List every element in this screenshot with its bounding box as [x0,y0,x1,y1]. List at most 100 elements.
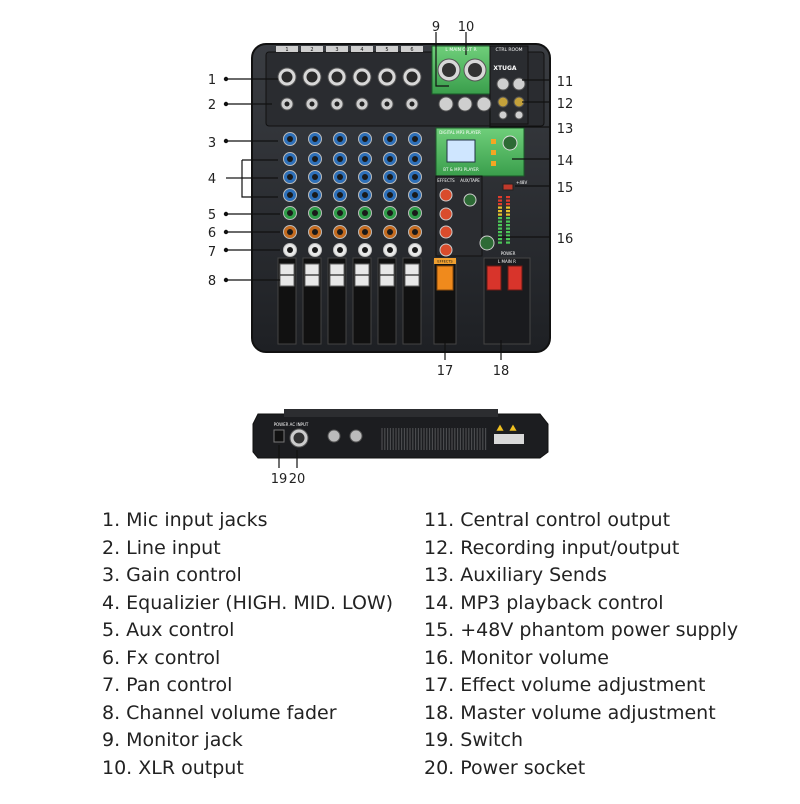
back-top-knobs-strip [284,409,498,417]
legend-item: 20. Power socket [424,756,586,779]
effects-knob-2[interactable] [439,207,453,221]
mp3-button-2[interactable] [491,150,496,155]
eq-mid-knob-cap [387,174,393,180]
meter-led [506,206,510,209]
meter-led [506,196,510,199]
legend-item: 10. XLR output [102,756,244,779]
leader-line [489,111,550,128]
legend-item: 19. Switch [424,729,524,751]
meter-led [498,210,502,213]
ctrl-room-jack-right[interactable] [512,77,526,91]
pan-knob-cap [287,247,293,253]
line-input-jack-hole [359,101,365,107]
leader-end-dot [223,277,229,283]
mic-input-jack-hole [406,71,418,83]
back-power-label: POWER [274,422,289,427]
mic-input-jack-hole [281,71,293,83]
meter-led [506,241,510,244]
xlr-out-left-hole [442,63,456,77]
channel-number-tab [276,46,298,52]
mic-input-jack-hole [381,71,393,83]
effects-knob-4[interactable] [439,243,453,257]
mp3-button-3[interactable] [491,161,496,166]
rec-jack-4[interactable] [514,110,524,120]
channel-number-tab [301,46,323,52]
meter-led [506,224,510,227]
eq-low-knob-cap [362,192,368,198]
effects-knob-3[interactable] [439,225,453,239]
power-socket-center [293,432,305,444]
main-out-label: L MAIN OUT R [445,47,476,53]
eq-mid-knob-cap [362,174,368,180]
legend-item: 5. Aux control [102,619,235,641]
mp3-player-label: DIGITAL MP3 PLAYER [439,130,481,135]
back-jack-1[interactable] [327,429,341,443]
mp3-player-title: BT & MP3 PLAYER [443,167,479,172]
legend-item: 7. Pan control [102,674,233,696]
callout-number: 19 [271,472,288,487]
phantom-switch[interactable] [502,183,514,191]
leader-end-dot [223,211,229,217]
effect-send-jack[interactable] [476,96,492,112]
main-fader-label: L MAIN R [498,259,516,264]
line-input-jack-hole [309,101,315,107]
callout-number: 7 [208,245,216,260]
brand-logo: XTUGA [493,65,517,72]
effects-knob-1[interactable] [439,188,453,202]
aux-knob-cap [287,210,293,216]
channel-number: 1 [285,47,288,53]
power-switch[interactable] [273,429,285,443]
meter-led [506,238,510,241]
pan-knob-cap [387,247,393,253]
phones-jack[interactable] [438,96,454,112]
eq-high-knob-cap [412,156,418,162]
aux-knob[interactable] [463,193,477,207]
fx-knob-cap [337,229,343,235]
phones-knob[interactable] [479,235,495,251]
fx-knob-cap [412,229,418,235]
mp3-display [446,139,476,163]
eq-low-knob-cap [312,192,318,198]
eq-high-knob-cap [287,156,293,162]
callout-number: 5 [208,208,216,223]
effects-fader-knob[interactable] [436,265,454,291]
main-fader-right-knob[interactable] [507,265,523,291]
callout-number: 10 [458,20,475,35]
leader-end-dot [223,101,229,107]
leader-end-dot [223,229,229,235]
gain-knob-cap [412,136,418,142]
aux-send-jack[interactable] [457,96,473,112]
aux-knob-cap [337,210,343,216]
rec-jack-1[interactable] [497,96,509,108]
meter-led [498,203,502,206]
callout-number: 8 [208,274,216,289]
ctrl-room-jack-left[interactable] [496,77,510,91]
mp3-button-1[interactable] [491,139,496,144]
meter-led [498,217,502,220]
meter-led [506,217,510,220]
mp3-volume-knob[interactable] [502,135,518,151]
callout-number: 17 [437,364,454,379]
pan-knob-cap [362,247,368,253]
back-jack-2[interactable] [349,429,363,443]
xlr-out-right-hole [468,63,482,77]
callout-leaders [223,32,550,468]
meter-led [506,227,510,230]
callout-number: 20 [289,472,306,487]
callout-number: 4 [208,172,216,187]
level-meter [498,196,510,244]
meter-led [498,196,502,199]
meter-led [506,213,510,216]
legend-item: 9. Monitor jack [102,729,243,751]
main-fader-left-knob[interactable] [486,265,502,291]
warning-triangle-icon [495,423,505,432]
gain-knob-cap [337,136,343,142]
callout-number: 14 [557,154,574,169]
eq-high-knob-cap [312,156,318,162]
eq-mid-knob-cap [337,174,343,180]
mic-input-jack-hole [331,71,343,83]
channel-number: 2 [310,47,313,53]
rec-jack-3[interactable] [498,110,508,120]
